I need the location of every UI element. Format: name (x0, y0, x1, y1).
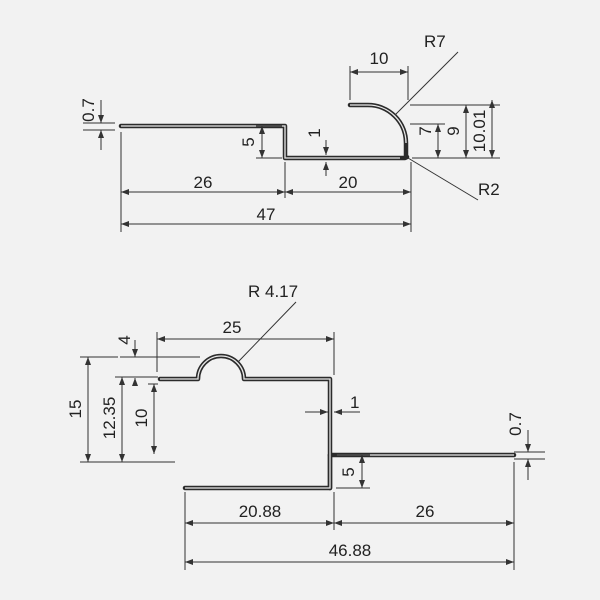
top-profile: 0.7 5 1 10 R7 R2 (79, 32, 500, 232)
label-top-h9: 9 (444, 126, 463, 135)
label-top-thickness: 0.7 (79, 98, 98, 122)
dim-bottom-top-length: 25 (156, 318, 335, 375)
label-bottom-length: 20.88 (239, 502, 282, 521)
label-top-overall: 47 (257, 205, 276, 224)
leader-r417 (237, 301, 297, 363)
dim-top-heights: 7 9 10.01 (410, 100, 500, 159)
dim-bottom-thickness: 0.7 (506, 412, 545, 480)
top-profile-outline (118, 123, 410, 161)
dim-bottom-heights: 15 12.35 10 (66, 356, 175, 463)
dim-top-thickness: 0.7 (79, 98, 115, 150)
dim-top-lip-width: 10 (349, 49, 409, 100)
bottom-profile-outline (157, 353, 333, 491)
label-bottom-wall: 1 (350, 393, 359, 412)
label-top-h7: 7 (416, 126, 435, 135)
dim-top-step: 5 (239, 125, 282, 159)
dim-top-floor: 1 (305, 128, 329, 176)
leader-r2 (407, 157, 479, 201)
label-bottom-top-length: 25 (223, 318, 242, 337)
label-top-h1001: 10.01 (470, 110, 489, 153)
dim-bottom-bead-offset: 4 (115, 335, 200, 386)
bottom-profile: R 4.17 25 4 15 12.35 10 (66, 282, 545, 570)
label-bottom-flange: 26 (416, 502, 435, 521)
label-bottom-bead-offset: 4 (115, 335, 134, 344)
label-top-floor: 1 (305, 128, 324, 137)
label-top-r2: R2 (478, 180, 500, 199)
label-top-floor-length: 20 (339, 173, 358, 192)
dim-bottom-wall: 1 (305, 393, 360, 415)
dim-bottom-step: 5 (336, 454, 370, 489)
label-top-step: 5 (239, 137, 258, 146)
dim-bottom-lengths: 20.88 26 46.88 (184, 462, 515, 570)
leader-r7 (394, 51, 459, 116)
dim-top-lengths: 26 20 47 (120, 132, 412, 232)
label-bottom-h10: 10 (132, 409, 151, 428)
label-bottom-overall: 46.88 (329, 541, 372, 560)
label-bottom-h1235: 12.35 (100, 397, 119, 440)
label-top-r7: R7 (424, 32, 446, 51)
label-bottom-thickness: 0.7 (506, 412, 525, 436)
label-top-lip-width: 10 (370, 49, 389, 68)
label-bottom-h15: 15 (66, 400, 85, 419)
label-bottom-r417: R 4.17 (248, 282, 298, 301)
label-bottom-step: 5 (339, 467, 358, 476)
label-top-left-length: 26 (194, 173, 213, 192)
